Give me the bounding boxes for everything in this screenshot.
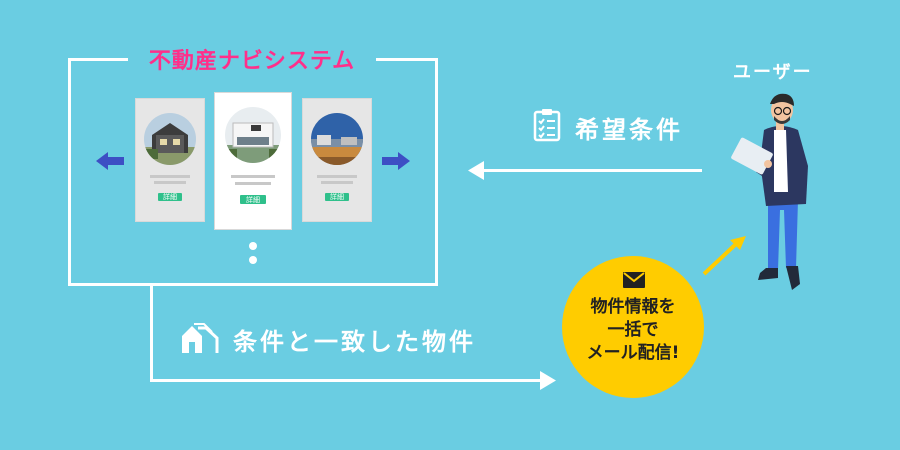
result-line-horizontal [150,379,544,382]
property-card-1[interactable]: 詳細 [136,99,204,221]
arrow-left-icon [468,161,484,180]
property-card-3[interactable]: 詳細 [303,99,371,221]
property-photo [311,113,363,165]
property-photo [225,107,281,163]
user-label: ユーザー [733,62,813,83]
detail-button[interactable]: 詳細 [325,193,349,201]
detail-button[interactable]: 詳細 [158,193,182,201]
property-card-2[interactable]: 詳細 [215,93,291,229]
frame-top-left [68,58,128,61]
arrow-right-icon [382,152,410,170]
card-text-line [150,175,190,178]
frame-right [435,58,438,286]
frame-bottom [68,283,438,286]
request-label: 希望条件 [575,116,683,144]
result-label: 条件と一致した物件 [233,328,476,356]
result-line-vertical [150,286,153,382]
detail-button[interactable]: 詳細 [240,195,266,204]
bubble-line-1: 物件情報を [590,297,676,317]
property-photo [144,113,196,165]
card-text-line [231,175,275,178]
card-text-line [235,182,271,185]
email-delivery-bubble: 物件情報を 一括で メール配信! [562,256,704,398]
arrow-up-right-icon [702,236,746,276]
clipboard-icon [533,109,561,142]
envelope-icon [623,272,645,288]
frame-top-right [376,58,438,61]
more-dot [249,256,257,264]
card-text-line [154,181,186,184]
system-title: 不動産ナビシステム [128,44,376,74]
card-text-line [321,181,353,184]
user-figure [731,93,808,290]
card-text-line [317,175,357,178]
more-dot [249,242,257,250]
bubble-line-2: 一括で [607,320,659,340]
bubble-line-3: メール配信! [586,343,680,363]
frame-left [68,58,71,286]
house-icon [182,323,219,353]
arrow-left-icon [96,152,124,170]
arrow-right-icon [540,371,556,390]
request-arrow-line [478,169,702,172]
